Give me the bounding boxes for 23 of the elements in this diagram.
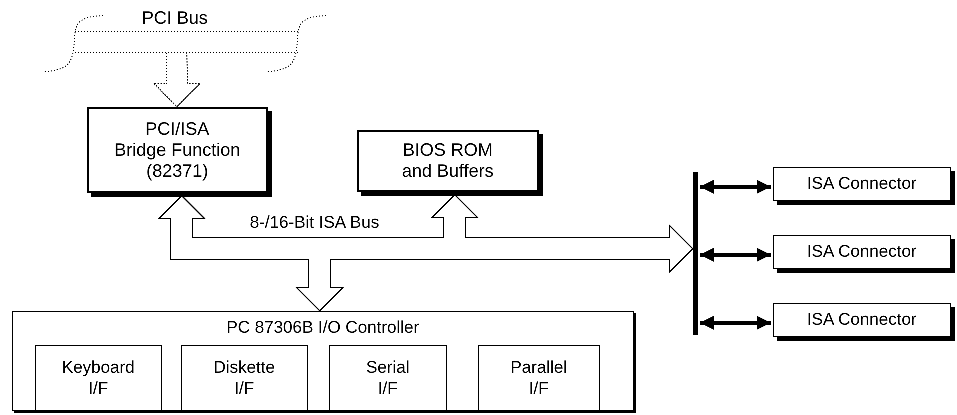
block-text: Keyboard I/F <box>62 357 135 399</box>
bus-arrow <box>158 196 694 312</box>
interface-block <box>478 345 600 411</box>
arrow <box>700 316 771 330</box>
interface-block <box>181 345 308 411</box>
bus-name: PCI Bus <box>142 8 208 29</box>
block-text: BIOS ROM and Buffers <box>401 140 495 182</box>
interface-block <box>35 345 162 411</box>
block-text: Bridge Function (82371) <box>113 140 242 182</box>
block-text: Diskette I/F <box>214 357 276 399</box>
interface-block <box>329 345 447 411</box>
bus-bar <box>693 172 698 335</box>
hollow-arrow <box>154 52 202 108</box>
block-text: Parallel I/F <box>510 357 568 399</box>
block-text: Serial I/F <box>366 357 410 399</box>
block-text: ISA Connector <box>807 174 917 194</box>
controller-title: PC 87306B I/O Controller <box>226 318 420 338</box>
arrow <box>700 248 771 262</box>
block-text: ISA Connector <box>807 310 917 330</box>
arrow <box>700 180 771 194</box>
controller-block <box>12 311 634 411</box>
block-text: PCI/ISA <box>145 118 210 140</box>
block-text: ISA Connector <box>807 242 917 262</box>
